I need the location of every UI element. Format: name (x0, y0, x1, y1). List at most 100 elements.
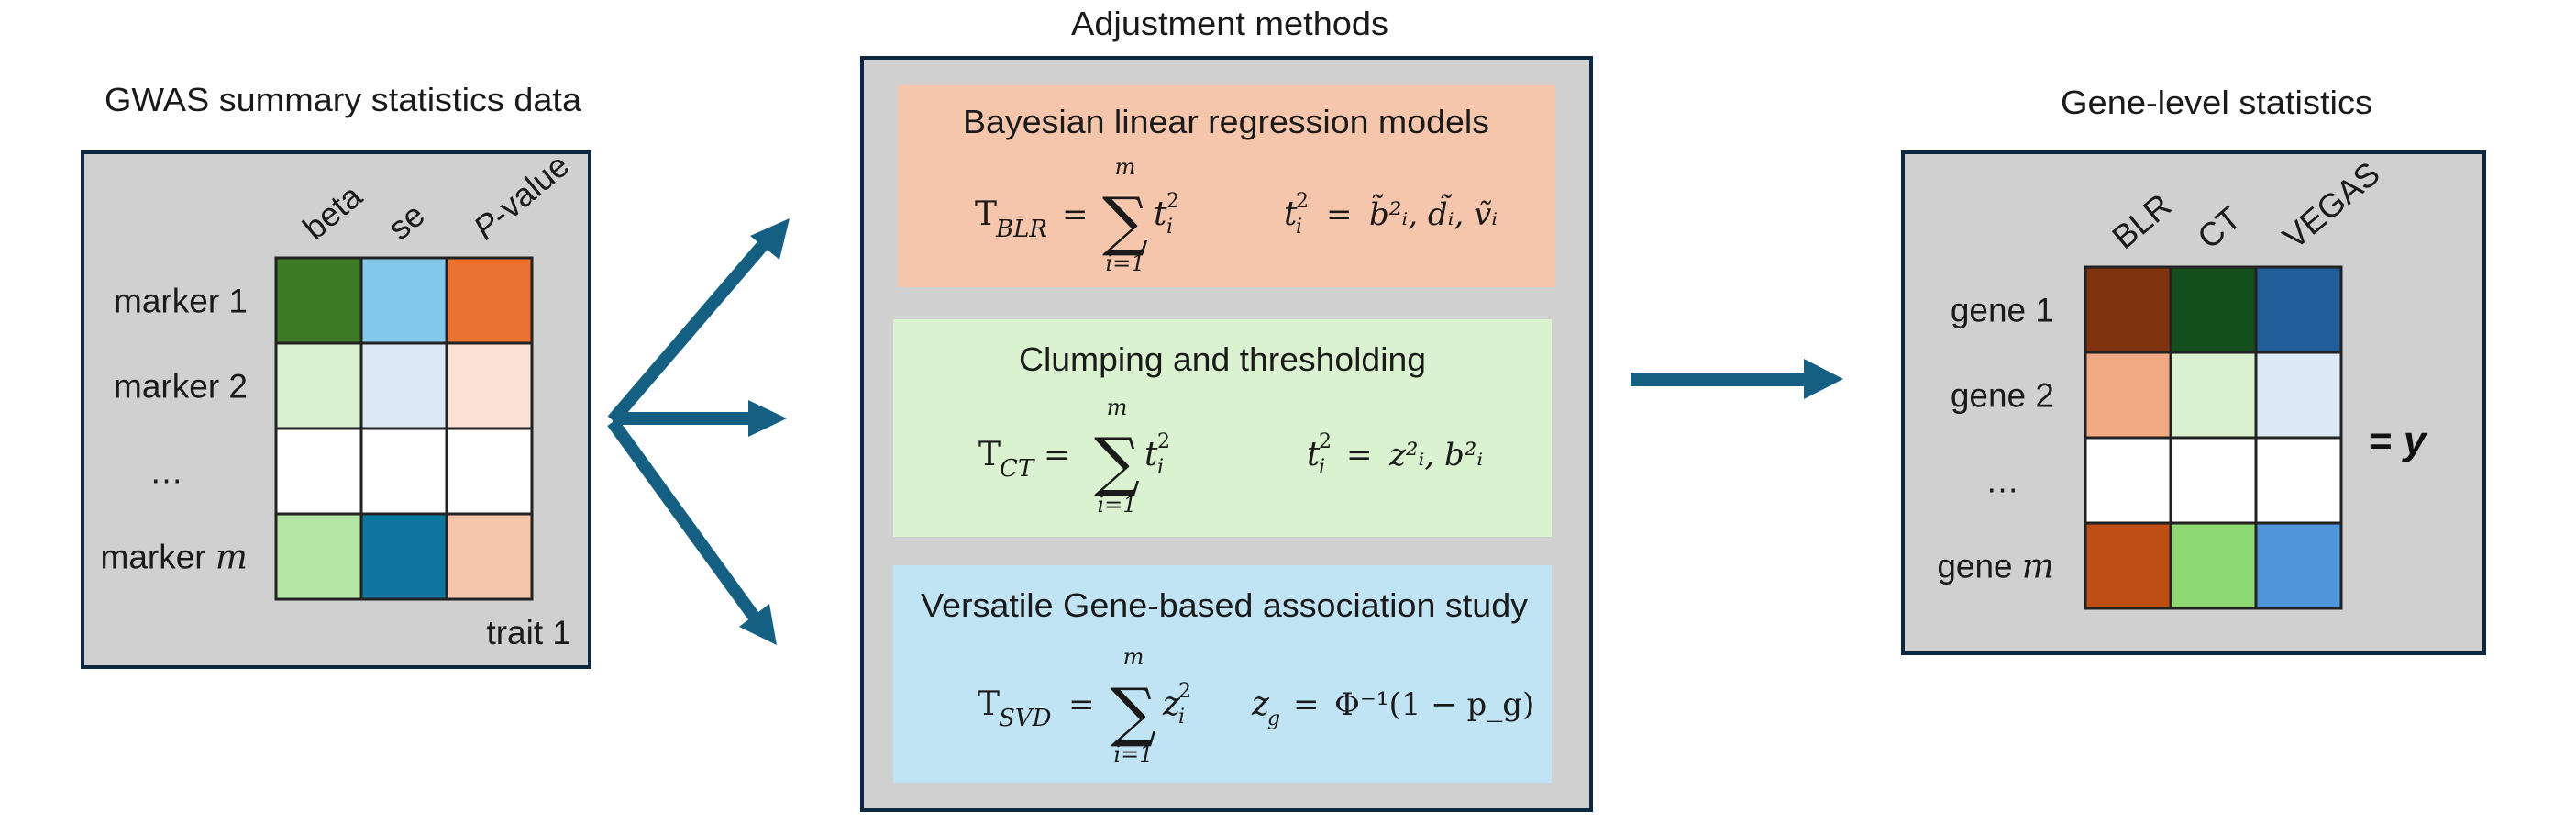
def-lhs-sub: i (1319, 456, 1325, 479)
summand-sup: 2 (1166, 190, 1179, 213)
stat-subscript: SVD (999, 705, 1052, 732)
method-blr-formula: T BLR = m ∑ i=1 t i 2 t i 2 = b̃²ᵢ, d̃ᵢ,… (975, 154, 1498, 276)
method-ct: Clumping and thresholding T CT = m ∑ i=1… (893, 319, 1552, 537)
sum-upper-limit: m (1107, 395, 1128, 420)
label-text: gene (1937, 548, 2022, 585)
arrowheads (739, 218, 790, 645)
output-cell (2254, 521, 2343, 610)
sum-lower-limit: i=1 (1105, 251, 1144, 276)
method-blr-bg (898, 85, 1555, 287)
summand-sub: i (1157, 456, 1164, 479)
def-lhs-sub: g (1267, 707, 1280, 730)
output-cell (2254, 265, 2343, 354)
summand: t (1154, 195, 1167, 233)
input-row-label: marker 1 (114, 283, 248, 320)
label-index: m (216, 538, 248, 577)
input-row-label: marker m (101, 538, 249, 577)
output-matrix (2084, 265, 2343, 610)
label-text: marker 1 (114, 283, 248, 320)
sigma-icon: ∑ (1094, 424, 1140, 499)
input-cell (359, 256, 448, 345)
output-row-label: gene 1 (1951, 292, 2054, 329)
summand: z (1162, 685, 1181, 723)
output-cell (2084, 265, 2172, 354)
def-lhs-sup: 2 (1296, 190, 1309, 213)
arrowhead-vegas-icon (739, 604, 777, 645)
input-cell (445, 256, 534, 345)
output-cell (2169, 436, 2258, 525)
def-lhs-sup: 2 (1319, 430, 1332, 453)
result-label: = y (2369, 418, 2428, 463)
output-cell (2254, 351, 2343, 440)
arrow-right-icon (1804, 359, 1843, 399)
method-ct-title: Clumping and thresholding (1019, 340, 1426, 378)
input-panel-title: GWAS summary statistics data (105, 81, 582, 118)
stat-symbol: T (978, 685, 1000, 723)
output-cell (2254, 436, 2343, 525)
arrow-to-blr (607, 234, 774, 425)
methods-panel-title: Adjustment methods (1071, 5, 1388, 42)
summand-sub: i (1178, 706, 1185, 729)
def-lhs: t (1307, 436, 1321, 473)
label-index: m (2022, 547, 2054, 586)
input-cell (359, 512, 448, 601)
method-vegas-bg (893, 565, 1552, 783)
fan-out-arrows (607, 234, 774, 629)
def-lhs-sub: i (1296, 216, 1302, 239)
input-cell (274, 427, 363, 516)
output-cell (2169, 351, 2258, 440)
input-cell (359, 341, 448, 430)
method-vegas: Versatile Gene-based association study T… (893, 565, 1552, 783)
sum-upper-limit: m (1123, 644, 1144, 670)
input-row-label: … (149, 453, 183, 491)
equals-sign: = (1068, 686, 1095, 723)
def-lhs: t (1284, 195, 1298, 233)
input-cell (274, 341, 363, 430)
sum-upper-limit: m (1115, 154, 1136, 180)
y-variable: y (2402, 418, 2428, 463)
sigma-icon: ∑ (1102, 184, 1148, 259)
equals-part: = (2369, 418, 2404, 463)
def-rhs: b̃²ᵢ, d̃ᵢ, ṽᵢ (1369, 194, 1498, 233)
output-cell (2084, 436, 2172, 525)
label-text: gene 1 (1951, 292, 2054, 329)
arrow-to-vegas (607, 418, 765, 629)
equals-sign: = (1062, 196, 1089, 233)
input-cell (445, 512, 534, 601)
input-cell (445, 427, 534, 516)
def-rhs: Φ⁻¹(1 − p_g) (1334, 686, 1534, 723)
method-vegas-formula: T SVD = m ∑ i=1 z i 2 z g = Φ⁻¹(1 − p_g) (978, 644, 1534, 767)
label-text: marker (101, 539, 216, 576)
method-ct-formula: T CT = m ∑ i=1 t i 2 t i 2 = z²ᵢ, b²ᵢ (978, 395, 1483, 518)
equals-sign: = (1293, 686, 1320, 723)
summand-sup: 2 (1178, 680, 1191, 703)
sigma-icon: ∑ (1111, 674, 1156, 750)
equals-sign: = (1326, 196, 1353, 233)
method-blr: Bayesian linear regression models T BLR … (898, 85, 1555, 287)
stat-subscript: BLR (995, 216, 1047, 243)
output-cell (2084, 351, 2172, 440)
trait-label: trait 1 (486, 614, 571, 651)
input-row-label: marker 2 (114, 368, 248, 406)
method-blr-title: Bayesian linear regression models (963, 103, 1489, 140)
method-vegas-title: Versatile Gene-based association study (921, 586, 1528, 624)
label-text: gene 2 (1951, 377, 2054, 415)
output-row-label: … (1985, 462, 2019, 500)
arrow-shaft (1631, 373, 1807, 386)
equals-sign: = (1044, 437, 1070, 473)
summand-sup: 2 (1157, 430, 1170, 453)
arrowhead-blr-icon (750, 218, 790, 260)
summand-sub: i (1166, 216, 1173, 239)
input-cell (359, 427, 448, 516)
output-row-label: gene m (1937, 547, 2054, 586)
label-text: marker 2 (114, 368, 248, 406)
stat-subscript: CT (1000, 455, 1035, 483)
output-cell (2169, 521, 2258, 610)
def-lhs: z (1251, 685, 1270, 723)
sum-lower-limit: i=1 (1113, 741, 1153, 767)
input-cell (274, 256, 363, 345)
method-ct-bg (893, 319, 1552, 537)
stat-symbol: T (978, 436, 1001, 473)
input-row-labels: marker 1 marker 2 … marker m (101, 283, 249, 577)
